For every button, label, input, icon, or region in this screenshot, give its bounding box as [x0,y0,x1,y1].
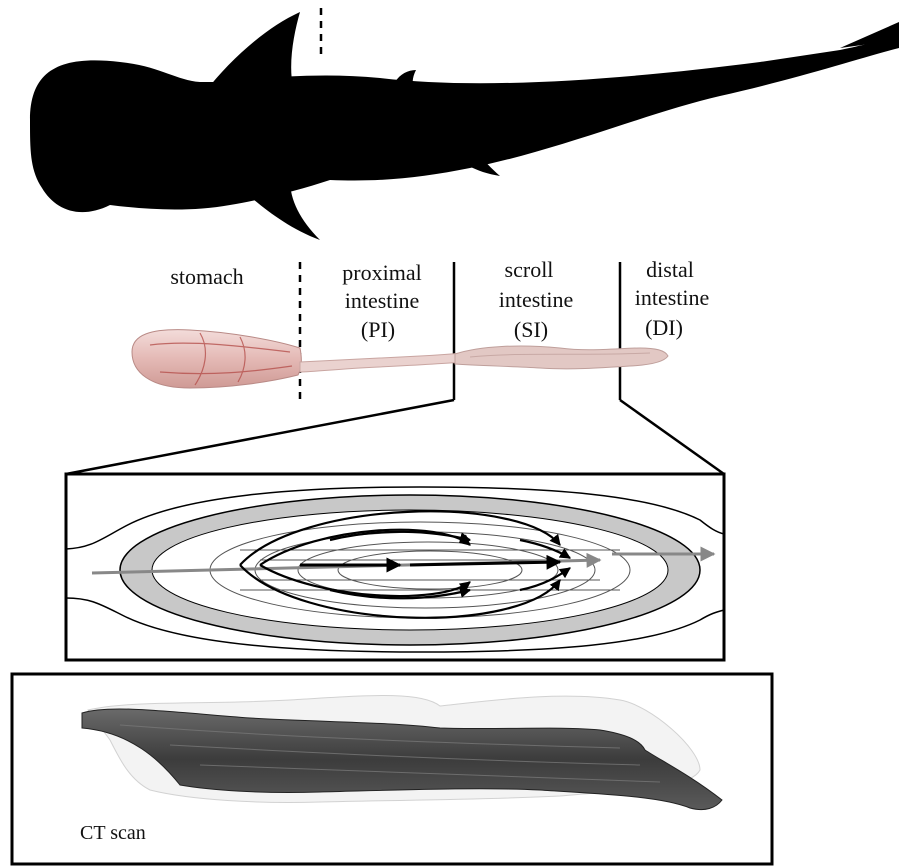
scroll-valve-schematic [66,474,724,660]
hammerhead-shark-silhouette [30,12,899,240]
dissected-gut-image [132,330,668,388]
label-distal-3: (DI) [645,315,683,340]
label-stomach: stomach [170,264,243,289]
label-proximal-2: intestine [345,288,420,313]
label-scroll-2: intestine [499,287,574,312]
ct-scan-label: CT scan [80,822,146,844]
label-scroll-1: scroll [505,257,554,282]
label-distal-1: distal [646,257,694,282]
region-labels: stomach proximal intestine (PI) scroll i… [170,257,709,342]
zoom-line-right [620,400,724,474]
label-proximal-3: (PI) [361,317,395,342]
label-scroll-3: (SI) [514,317,548,342]
ct-scan-panel: CT scan [12,674,772,864]
zoom-line-left [66,400,454,474]
label-distal-2: intestine [635,285,710,310]
label-proximal-1: proximal [342,260,421,285]
